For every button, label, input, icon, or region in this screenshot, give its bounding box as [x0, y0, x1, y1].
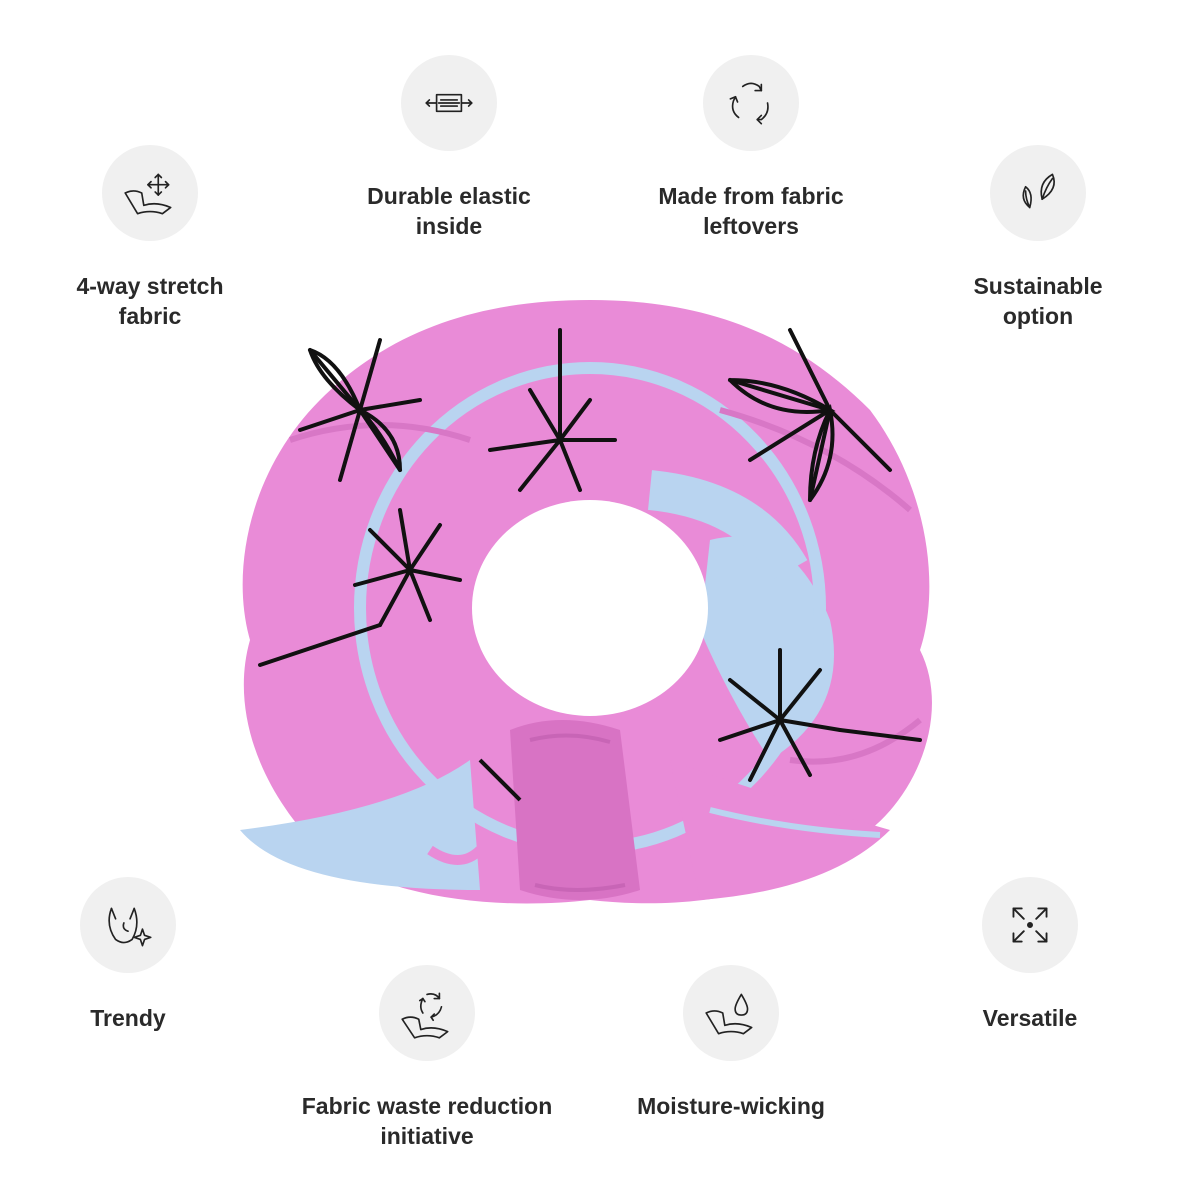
feature-versatile: Versatile — [880, 877, 1180, 1033]
feature-moisture-wicking: Moisture-wicking — [581, 965, 881, 1121]
feature-label: 4-way stretch fabric — [76, 273, 224, 329]
cat-sparkle-icon — [80, 877, 176, 973]
leaves-icon — [990, 145, 1086, 241]
feature-fabric-leftovers: Made from fabric leftovers — [601, 55, 901, 241]
feature-label: Made from fabric leftovers — [658, 183, 844, 239]
feature-durable-elastic: Durable elastic inside — [299, 55, 599, 241]
feature-label: Fabric waste reduction initiative — [301, 1093, 553, 1149]
feature-sustainable: Sustainable option — [888, 145, 1188, 331]
fabric-recycle-icon — [379, 965, 475, 1061]
feature-fabric-waste-reduction: Fabric waste reduction initiative — [277, 965, 577, 1151]
recycle-icon — [703, 55, 799, 151]
feature-stretch-fabric: 4-way stretch fabric — [0, 145, 300, 331]
scrunchie-image — [230, 290, 970, 940]
feature-trendy: Trendy — [0, 877, 278, 1033]
feature-label: Sustainable option — [973, 273, 1103, 329]
feature-label: Versatile — [982, 1005, 1078, 1031]
feature-label: Trendy — [90, 1005, 166, 1031]
elastic-band-icon — [401, 55, 497, 151]
stretch-fabric-icon — [102, 145, 198, 241]
feature-label: Moisture-wicking — [637, 1093, 825, 1119]
feature-label: Durable elastic inside — [367, 183, 531, 239]
expand-arrows-icon — [982, 877, 1078, 973]
water-drop-fabric-icon — [683, 965, 779, 1061]
